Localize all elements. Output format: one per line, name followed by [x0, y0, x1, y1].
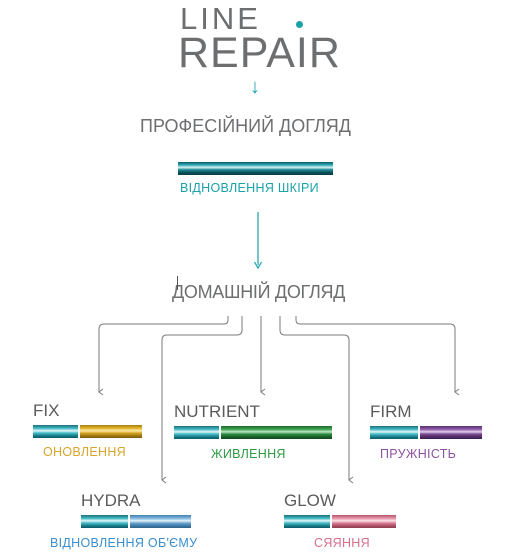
pro-care-bar [178, 162, 333, 175]
firm-label: ПРУЖНІСТЬ [380, 447, 457, 461]
home-to-glow-line [279, 316, 354, 484]
firm-name: FIRM [370, 402, 412, 421]
pro-care-title: ПРОФЕСІЙНИЙ ДОГЛЯД [140, 116, 351, 136]
down-arrow-icon: ↓ [250, 76, 260, 98]
hydra-bar [81, 515, 191, 528]
logo-line-text: LINE [180, 1, 261, 36]
nutrient-name: NUTRIENT [174, 402, 260, 421]
fix-name: FIX [33, 401, 60, 420]
pro-care-label: ВІДНОВЛЕННЯ ШКІРИ [180, 181, 319, 195]
home-to-fix-line [98, 316, 229, 396]
logo-repair-text: REPAIR [178, 29, 341, 77]
home-care-title: ДОМАШНІЙ ДОГЛЯД [172, 282, 346, 302]
nutrient-label: ЖИВЛЕННЯ [211, 447, 286, 461]
logo-dot-icon [296, 21, 303, 28]
glow-label: СЯЯННЯ [314, 536, 370, 550]
fix-bar [33, 425, 142, 438]
glow-name: GLOW [284, 491, 336, 510]
home-to-firm-line [295, 316, 460, 396]
fix-label: ОНОВЛЕННЯ [43, 445, 126, 459]
hydra-label: ВІДНОВЛЕННЯ ОБ'ЄМУ [50, 536, 198, 550]
hydra-name: HYDRA [81, 491, 141, 510]
firm-bar [370, 426, 482, 439]
text-cursor-icon [177, 276, 178, 290]
glow-bar [284, 515, 396, 528]
home-to-hydra-line [161, 316, 243, 484]
nutrient-bar [174, 426, 332, 439]
